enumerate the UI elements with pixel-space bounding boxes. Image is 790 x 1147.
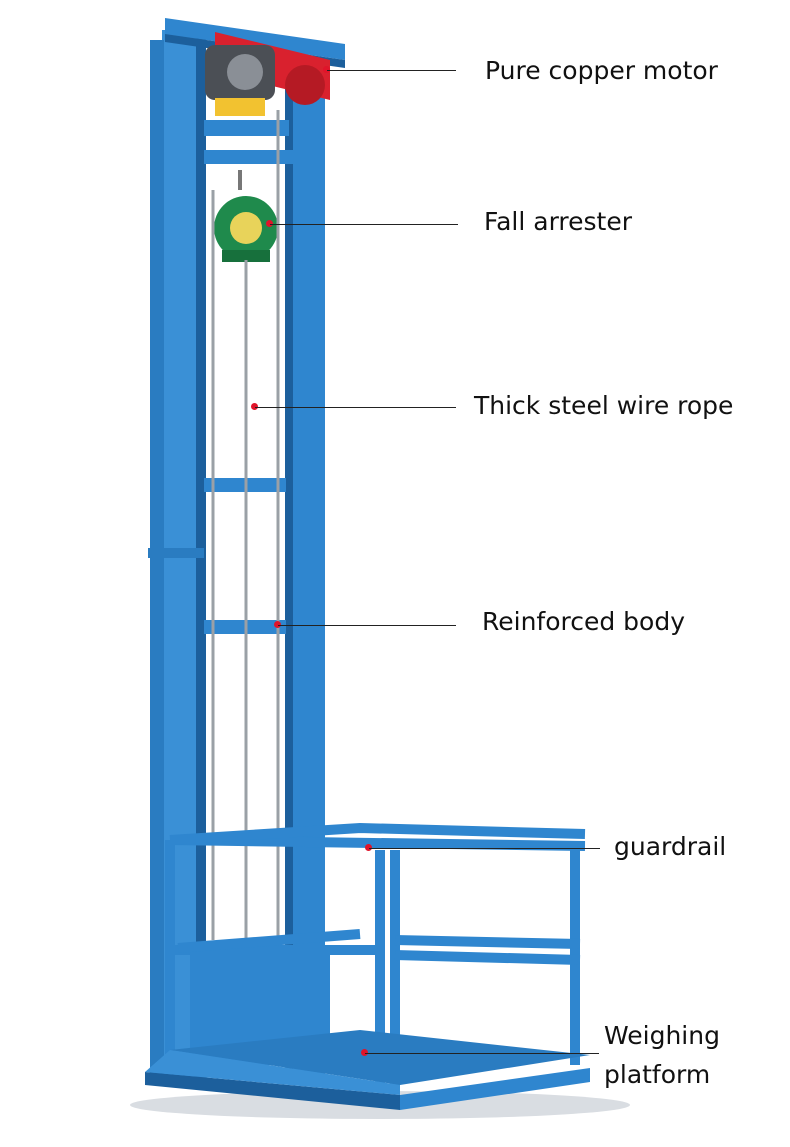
callout-dot-wire-rope: [251, 403, 258, 410]
leader-line-wire-rope: [255, 407, 456, 408]
cross-beams: [148, 118, 314, 634]
callout-dot-reinforced-body: [274, 621, 281, 628]
leader-line-motor: [327, 70, 456, 71]
callout-dot-platform: [361, 1049, 368, 1056]
callout-dot-guardrail: [365, 844, 372, 851]
leader-line-fall-arrester: [270, 224, 458, 225]
leader-line-guardrail: [369, 848, 600, 849]
label-guardrail: guardrail: [614, 832, 727, 861]
callout-dot-motor: [323, 66, 330, 73]
motor: [205, 32, 330, 116]
label-platform-line-2: platform: [604, 1060, 711, 1089]
right-mast: [285, 60, 325, 1080]
label-fall-arrester: Fall arrester: [484, 207, 632, 236]
label-platform-line-1: Weighing: [604, 1021, 720, 1050]
label-reinforced-body: Reinforced body: [482, 607, 686, 636]
leader-line-reinforced-body: [278, 625, 456, 626]
fall-arrester: [214, 170, 278, 262]
leader-line-platform: [365, 1053, 599, 1054]
callout-dot-fall-arrester: [266, 220, 273, 227]
wire-ropes: [211, 110, 280, 940]
top-cap: [165, 18, 345, 60]
weighing-platform: [145, 1030, 590, 1110]
label-wire-rope: Thick steel wire rope: [474, 391, 734, 420]
label-motor: Pure copper motor: [485, 56, 718, 85]
label-platform: Weighing platform: [604, 1016, 720, 1094]
